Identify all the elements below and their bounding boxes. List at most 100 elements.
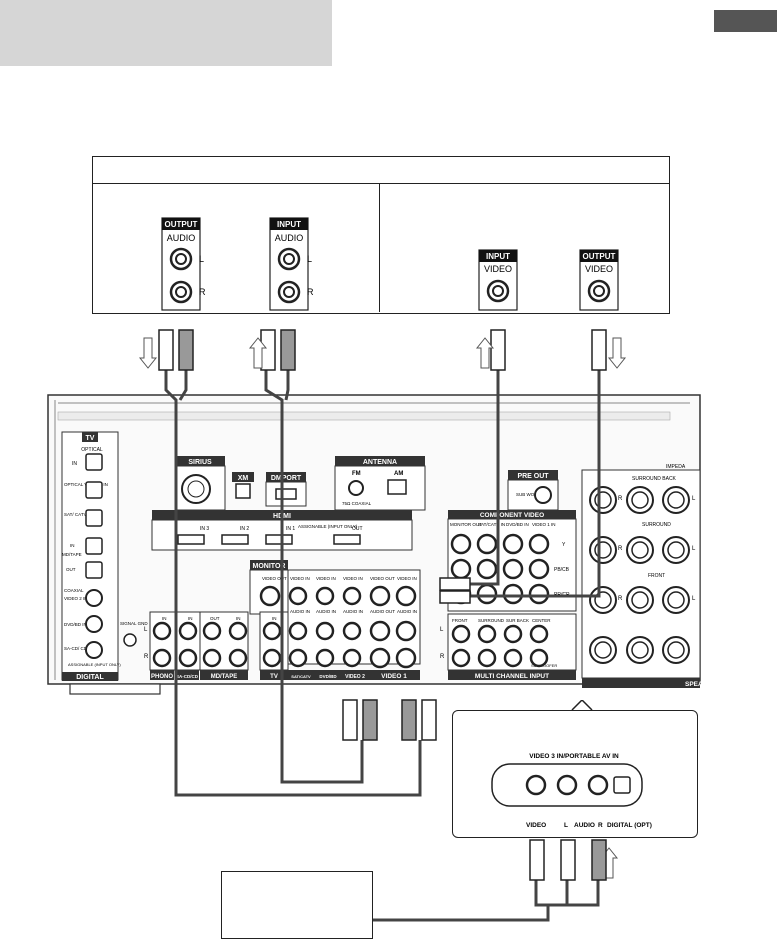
multi-channel-jack[interactable] [503, 624, 523, 644]
svg-text:IN: IN [70, 543, 75, 548]
xm-port[interactable] [235, 483, 251, 499]
audio-jack[interactable] [315, 648, 335, 668]
video1-audio-in-l-jack[interactable] [395, 620, 417, 642]
speaker-terminal[interactable] [589, 586, 617, 614]
digital-optical-sat-jack[interactable] [85, 509, 103, 527]
audio-jack[interactable] [342, 621, 362, 641]
video-jack[interactable] [288, 586, 308, 606]
pre-out-group: PRE OUT SUB WOOFER [507, 470, 559, 511]
video-output-jack[interactable] [587, 279, 611, 303]
component-jack[interactable] [528, 533, 550, 555]
svg-text:SAT/CATV IN: SAT/CATV IN [478, 522, 505, 527]
multi-channel-jack[interactable] [477, 624, 497, 644]
svg-text:VIDEO 2: VIDEO 2 [345, 674, 365, 680]
front-audio-r-jack[interactable] [587, 774, 609, 796]
digital-optical-tv-in-jack[interactable] [85, 453, 103, 471]
svg-text:OUTPUT: OUTPUT [165, 220, 198, 229]
multi-channel-jack[interactable] [529, 624, 549, 644]
video-output-panel: OUTPUT VIDEO [579, 249, 619, 311]
speaker-terminal[interactable] [589, 636, 617, 664]
speaker-terminal[interactable] [626, 486, 654, 514]
multi-channel-jack[interactable] [451, 648, 471, 668]
component-jack[interactable] [476, 583, 498, 605]
speaker-terminal[interactable] [626, 586, 654, 614]
component-jack[interactable] [528, 558, 550, 580]
hdmi-in1-port[interactable] [265, 534, 293, 545]
multi-channel-jack[interactable] [451, 624, 471, 644]
svg-text:IN 2: IN 2 [240, 526, 249, 532]
audio-jack[interactable] [152, 621, 172, 641]
video-jack[interactable] [315, 586, 335, 606]
hdmi-out-port[interactable] [333, 534, 361, 545]
digital-coaxial-sacd-jack[interactable] [85, 641, 103, 659]
audio-jack[interactable] [152, 648, 172, 668]
audio-output-l-jack[interactable] [169, 247, 193, 271]
hdmi-in3-port[interactable] [177, 534, 205, 545]
component-jack[interactable] [502, 533, 524, 555]
video-jack[interactable] [342, 586, 362, 606]
speaker-terminal[interactable] [662, 636, 690, 664]
sirius-din-port[interactable] [181, 474, 211, 504]
speaker-terminal[interactable] [626, 536, 654, 564]
multi-channel-jack[interactable] [477, 648, 497, 668]
digital-coaxial-dvd-jack[interactable] [85, 615, 103, 633]
audio-output-r-jack[interactable] [169, 280, 193, 304]
audio-jack[interactable] [202, 621, 222, 641]
audio-jack[interactable] [178, 648, 198, 668]
digital-coaxial-video2-jack[interactable] [85, 589, 103, 607]
fm-antenna-jack[interactable] [348, 480, 364, 496]
audio-jack[interactable] [342, 648, 362, 668]
svg-text:DIGITAL: DIGITAL [76, 674, 104, 681]
audio-jack[interactable] [315, 621, 335, 641]
speaker-terminal[interactable] [626, 636, 654, 664]
video1-audio-in-r-jack[interactable] [395, 647, 417, 669]
component-jack[interactable] [450, 558, 472, 580]
audio-jack[interactable] [288, 648, 308, 668]
component-jack[interactable] [476, 558, 498, 580]
multi-channel-jack[interactable] [529, 648, 549, 668]
svg-text:R: R [440, 654, 445, 660]
svg-text:XM: XM [238, 475, 249, 482]
audio-jack[interactable] [202, 648, 222, 668]
audio-jack[interactable] [178, 621, 198, 641]
audio-jack[interactable] [228, 648, 248, 668]
speaker-terminal[interactable] [662, 486, 690, 514]
video1-audio-out-l-jack[interactable] [369, 620, 391, 642]
speaker-terminal[interactable] [662, 586, 690, 614]
svg-text:INPUT: INPUT [277, 220, 301, 229]
speaker-terminal[interactable] [589, 486, 617, 514]
monitor-video-out-jack[interactable] [259, 585, 281, 607]
speaker-terminal[interactable] [662, 536, 690, 564]
am-antenna-terminal[interactable] [387, 479, 407, 495]
dmport-port[interactable] [275, 488, 297, 500]
digital-optical-md-out-jack[interactable] [85, 561, 103, 579]
svg-text:AM: AM [394, 471, 403, 477]
video1-video-out-jack[interactable] [369, 585, 391, 607]
signal-gnd-terminal[interactable] [123, 633, 137, 647]
front-digital-optical-jack[interactable] [613, 776, 631, 794]
audio-jack[interactable] [288, 621, 308, 641]
component-jack[interactable] [476, 533, 498, 555]
component-jack[interactable] [450, 533, 472, 555]
svg-text:PHONO: PHONO [151, 674, 173, 680]
speaker-terminal[interactable] [589, 536, 617, 564]
component-jack[interactable] [528, 583, 550, 605]
audio-jack[interactable] [262, 648, 282, 668]
audio-jack[interactable] [262, 621, 282, 641]
audio-input-r-jack[interactable] [277, 280, 301, 304]
audio-jack[interactable] [228, 621, 248, 641]
subwoofer-pre-out-jack[interactable] [534, 486, 552, 504]
front-video-jack[interactable] [525, 774, 547, 796]
video1-audio-out-r-jack[interactable] [369, 647, 391, 669]
component-jack[interactable] [502, 558, 524, 580]
front-audio-l-jack[interactable] [556, 774, 578, 796]
digital-optical-video1-jack[interactable] [85, 481, 103, 499]
video1-video-in-jack[interactable] [395, 585, 417, 607]
svg-text:DVD/BD: DVD/BD [319, 674, 337, 679]
multi-channel-jack[interactable] [503, 648, 523, 668]
video-input-jack[interactable] [486, 279, 510, 303]
audio-input-l-jack[interactable] [277, 247, 301, 271]
digital-optical-md-in-jack[interactable] [85, 537, 103, 555]
component-jack[interactable] [502, 583, 524, 605]
hdmi-in2-port[interactable] [221, 534, 249, 545]
